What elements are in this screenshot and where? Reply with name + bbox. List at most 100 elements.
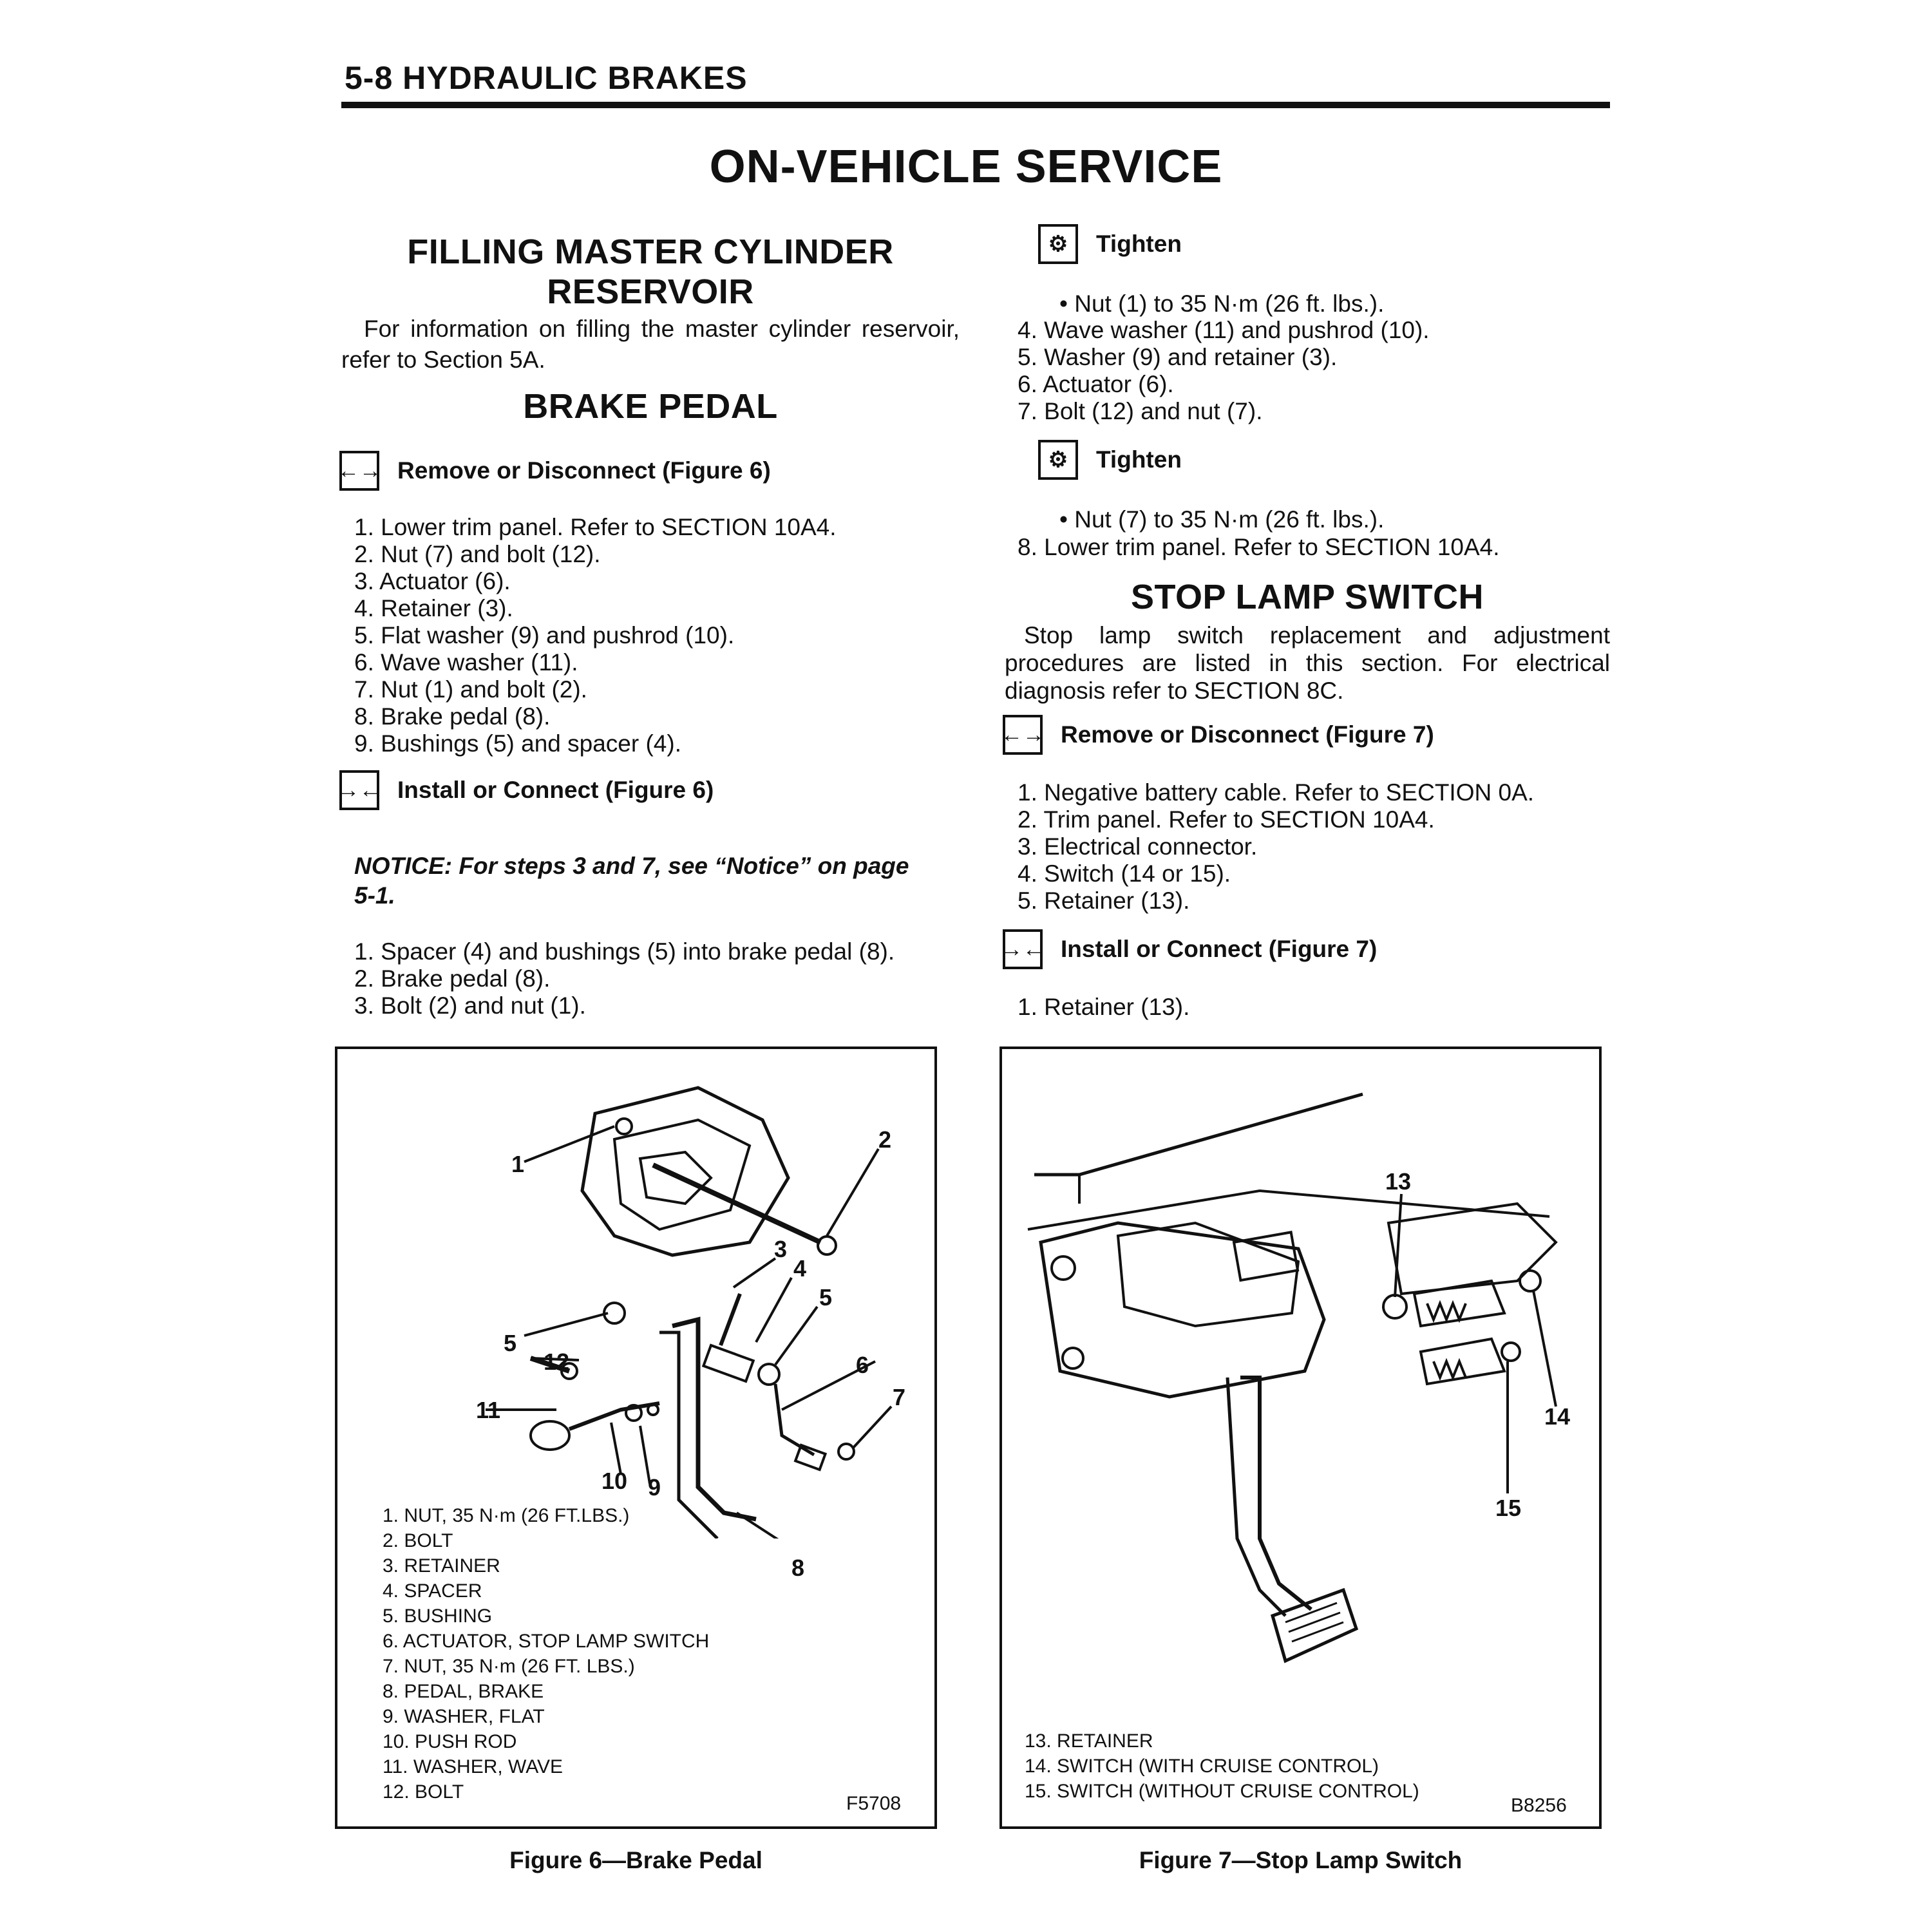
legend-item: 10. PUSH ROD [383, 1731, 517, 1752]
legend-item: 3. RETAINER [383, 1555, 500, 1577]
callout-12: 12 [544, 1349, 570, 1375]
brake-pedal-install-row: →← Install or Connect (Figure 6) [337, 770, 714, 810]
stop-lamp-remove-row: ←→ Remove or Disconnect (Figure 7) [1001, 715, 1434, 755]
stop-lamp-remove-label: Remove or Disconnect (Figure 7) [1061, 721, 1434, 748]
callout-11: 11 [476, 1397, 501, 1423]
callout-4: 4 [793, 1255, 807, 1282]
list-item: 1. Negative battery cable. Refer to SECT… [1018, 779, 1535, 806]
page-header-label: 5-8 HYDRAULIC BRAKES [345, 60, 748, 96]
stop-lamp-remove-steps: 1. Negative battery cable. Refer to SECT… [1018, 779, 1534, 914]
callout-1: 1 [511, 1151, 525, 1177]
callout-5b: 5 [504, 1330, 517, 1356]
tighten-bullet-1: • Nut (1) to 35 N·m (26 ft. lbs.). [1059, 290, 1385, 317]
step-8: 8. Lower trim panel. Refer to SECTION 10… [1018, 534, 1500, 560]
list-item: 4. Switch (14 or 15). [1018, 860, 1231, 887]
legend-item: 2. BOLT [383, 1530, 453, 1551]
legend-item: 5. BUSHING [383, 1605, 493, 1627]
legend-item: 9. WASHER, FLAT [383, 1706, 545, 1727]
list-item: 3. Actuator (6). [354, 568, 511, 594]
remove-disconnect-icon: ←→ [1001, 715, 1045, 755]
remove-disconnect-icon: ←→ [337, 451, 381, 491]
figure-6-box: 1 2 3 4 5 5 6 7 8 9 10 11 12 1. NUT, 35 … [335, 1046, 937, 1829]
filling-heading-line1: FILLING MASTER CYLINDER [407, 232, 894, 271]
tighten-label-1: Tighten [1096, 231, 1182, 257]
legend-item: 4. SPACER [383, 1580, 482, 1602]
list-item: 1. Retainer (13). [1018, 994, 1190, 1020]
legend-item: 6. ACTUATOR, STOP LAMP SWITCH [383, 1631, 710, 1652]
legend-item: 1. NUT, 35 N·m (26 FT.LBS.) [383, 1505, 630, 1526]
tighten-label-2: Tighten [1096, 446, 1182, 473]
install-connect-icon: →← [337, 770, 381, 810]
list-item: 9. Bushings (5) and spacer (4). [354, 730, 681, 757]
legend-item: 8. PEDAL, BRAKE [383, 1681, 544, 1702]
legend-item: 14. SWITCH (WITH CRUISE CONTROL) [1025, 1756, 1379, 1777]
tighten-bullet-2: • Nut (7) to 35 N·m (26 ft. lbs.). [1059, 506, 1385, 533]
brake-pedal-install-steps: 1. Spacer (4) and bushings (5) into brak… [354, 938, 895, 1019]
figure-7-box: 13 14 15 13. RETAINER 14. SWITCH (WITH C… [999, 1046, 1602, 1829]
callout-8: 8 [791, 1555, 805, 1581]
list-item: 2. Nut (7) and bolt (12). [354, 541, 601, 567]
tighten-row-2: ⚙ Tighten [1038, 440, 1182, 480]
callout-6: 6 [856, 1352, 869, 1378]
stop-lamp-install-steps: 1. Retainer (13). [1018, 994, 1189, 1021]
page-title: ON-VEHICLE SERVICE [709, 141, 1223, 193]
list-item: 4. Retainer (3). [354, 595, 513, 621]
tighten-row-1: ⚙ Tighten [1038, 224, 1182, 264]
list-item: 3. Electrical connector. [1018, 833, 1258, 860]
list-item: 5. Washer (9) and retainer (3). [1018, 344, 1338, 370]
figure-6-code: F5708 [846, 1793, 902, 1814]
brake-pedal-remove-label: Remove or Disconnect (Figure 6) [397, 457, 771, 484]
callout-10: 10 [601, 1468, 628, 1494]
callout-15: 15 [1495, 1495, 1522, 1521]
filling-heading: FILLING MASTER CYLINDER RESERVOIR [341, 232, 960, 312]
install-connect-icon: →← [1001, 929, 1045, 969]
legend-item: 7. NUT, 35 N·m (26 FT. LBS.) [383, 1656, 635, 1677]
figure-6-caption: Figure 6—Brake Pedal [509, 1847, 762, 1873]
callout-2: 2 [878, 1126, 892, 1153]
figure-7-code: B8256 [1511, 1795, 1567, 1816]
filling-text: For information on filling the master cy… [341, 316, 960, 373]
list-item: 6. Actuator (6). [1018, 371, 1174, 397]
stop-lamp-switch-illustration [1027, 1092, 1558, 1663]
stop-lamp-heading: STOP LAMP SWITCH [1130, 578, 1484, 616]
legend-item: 13. RETAINER [1025, 1730, 1153, 1752]
list-item: 1. Spacer (4) and bushings (5) into brak… [354, 938, 895, 965]
legend-item: 15. SWITCH (WITHOUT CRUISE CONTROL) [1025, 1781, 1419, 1802]
header-rule [341, 102, 1610, 108]
torque-wrench-icon: ⚙ [1038, 224, 1078, 264]
brake-pedal-remove-steps: 1. Lower trim panel. Refer to SECTION 10… [354, 514, 837, 757]
legend-item: 12. BOLT [383, 1781, 464, 1803]
callout-3: 3 [774, 1236, 788, 1262]
list-item: 7. Nut (1) and bolt (2). [354, 676, 587, 703]
callout-9: 9 [648, 1474, 661, 1501]
list-item: 6. Wave washer (11). [354, 649, 578, 676]
list-item: 8. Brake pedal (8). [354, 703, 551, 730]
stop-lamp-text: Stop lamp switch replacement and adjustm… [1005, 622, 1610, 704]
callout-13: 13 [1385, 1168, 1412, 1195]
stop-lamp-install-label: Install or Connect (Figure 7) [1061, 936, 1378, 962]
brake-pedal-install-label: Install or Connect (Figure 6) [397, 777, 714, 803]
callout-7: 7 [893, 1384, 906, 1410]
list-item: 7. Bolt (12) and nut (7). [1018, 398, 1263, 424]
list-item: 2. Trim panel. Refer to SECTION 10A4. [1018, 806, 1435, 833]
legend-item: 11. WASHER, WAVE [383, 1756, 564, 1777]
list-item: 2. Brake pedal (8). [354, 965, 551, 992]
figure-6-legend: 1. NUT, 35 N·m (26 FT.LBS.) 2. BOLT 3. R… [383, 1503, 709, 1804]
torque-wrench-icon: ⚙ [1038, 440, 1078, 480]
list-item: 5. Retainer (13). [1018, 887, 1190, 914]
list-item: 5. Flat washer (9) and pushrod (10). [354, 622, 735, 649]
list-item: 4. Wave washer (11) and pushrod (10). [1018, 317, 1430, 343]
brake-pedal-remove-row: ←→ Remove or Disconnect (Figure 6) [337, 451, 771, 491]
list-item: 3. Bolt (2) and nut (1). [354, 992, 586, 1019]
brake-pedal-heading: BRAKE PEDAL [523, 387, 778, 426]
callout-14: 14 [1544, 1403, 1571, 1430]
figure-7-caption: Figure 7—Stop Lamp Switch [1139, 1847, 1463, 1873]
filling-heading-line2: RESERVOIR [547, 272, 754, 311]
brake-pedal-illustration [486, 1086, 893, 1539]
install-steps-continued: 4. Wave washer (11) and pushrod (10). 5.… [1018, 317, 1430, 425]
stop-lamp-install-row: →← Install or Connect (Figure 7) [1001, 929, 1378, 969]
figure-7-legend: 13. RETAINER 14. SWITCH (WITH CRUISE CON… [1025, 1728, 1419, 1804]
callout-5a: 5 [819, 1284, 833, 1311]
list-item: 1. Lower trim panel. Refer to SECTION 10… [354, 514, 837, 540]
notice-text: NOTICE: For steps 3 and 7, see “Notice” … [354, 853, 909, 909]
